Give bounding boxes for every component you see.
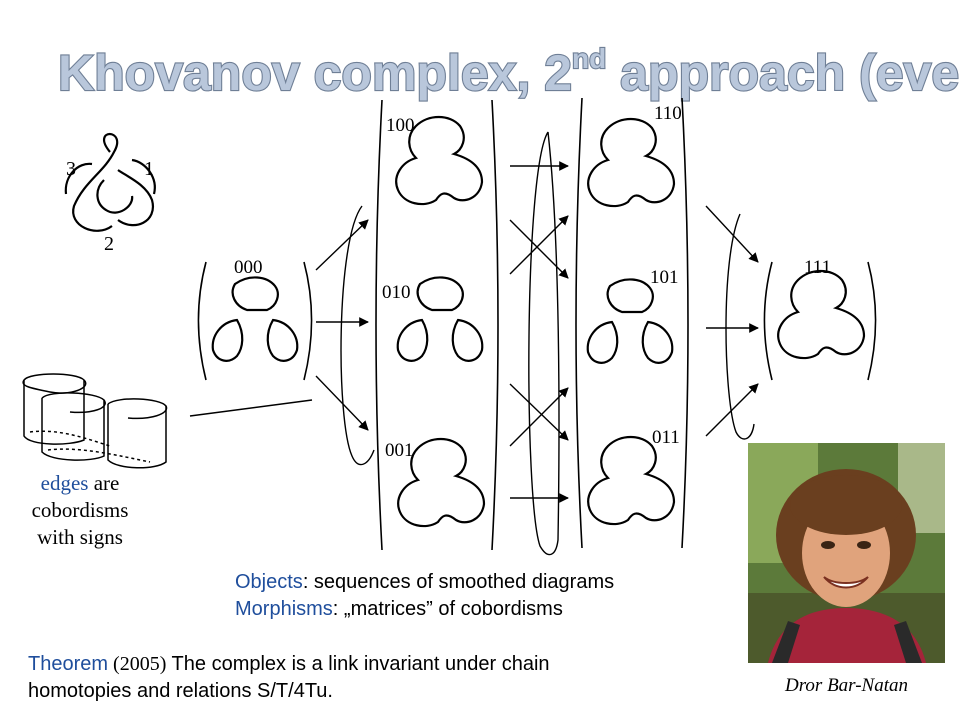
edges-note-rest: are [88,471,120,495]
smoothing-011 [587,435,676,526]
cobordism-loops [340,131,755,556]
state-label-001: 001 [385,440,414,461]
smoothing-110 [587,117,676,208]
crossing-label-1: 1 [144,158,154,180]
morphisms-text: : „matrices” of cobordisms [332,598,563,620]
state-label-110: 110 [654,103,682,124]
portrait-photo [748,443,945,663]
edges-note-line3: with signs [37,525,123,549]
morphisms-line: Morphisms: „matrices” of cobordisms [235,596,614,623]
objects-line: Objects: sequences of smoothed diagrams [235,569,614,596]
state-label-011: 011 [652,427,680,448]
edges-note-line2: cobordisms [31,498,129,522]
objects-key: Objects [235,571,303,593]
smoothing-111 [777,269,866,360]
slide-title: Khovanov complex, 2nd approach (even) [57,42,960,102]
crossing-label-2: 2 [104,233,114,255]
objects-morphisms-text: Objects: sequences of smoothed diagrams … [235,569,614,623]
cobordism-sketch [22,373,313,469]
state-label-100: 100 [386,115,415,136]
state-label-101: 101 [650,267,679,288]
state-label-000: 000 [234,257,263,278]
theorem-line2: homotopies and relations S/T/4Tu. [28,680,333,702]
morphisms-key: Morphisms [235,598,333,620]
state-label-010: 010 [382,282,411,303]
complex-brackets [197,97,877,551]
state-label-111: 111 [804,257,832,278]
photo-caption: Dror Bar-Natan [785,675,908,696]
complex-arrows [315,161,759,503]
edges-word: edges [40,471,89,495]
theorem-key: Theorem [28,653,109,675]
title-text: Khovanov complex, 2nd approach (even) [58,43,960,101]
edges-note: edges are cobordisms with signs [10,470,150,551]
crossing-label-3: 3 [66,158,76,180]
trefoil-knot [64,132,156,232]
smoothing-000 [211,276,299,362]
theorem-year: (2005) [108,653,167,675]
theorem-line1: The complex is a link invariant under ch… [166,653,550,675]
smoothing-101 [586,278,674,364]
theorem-text: Theorem (2005) The complex is a link inv… [28,651,550,705]
objects-text: : sequences of smoothed diagrams [302,571,615,593]
